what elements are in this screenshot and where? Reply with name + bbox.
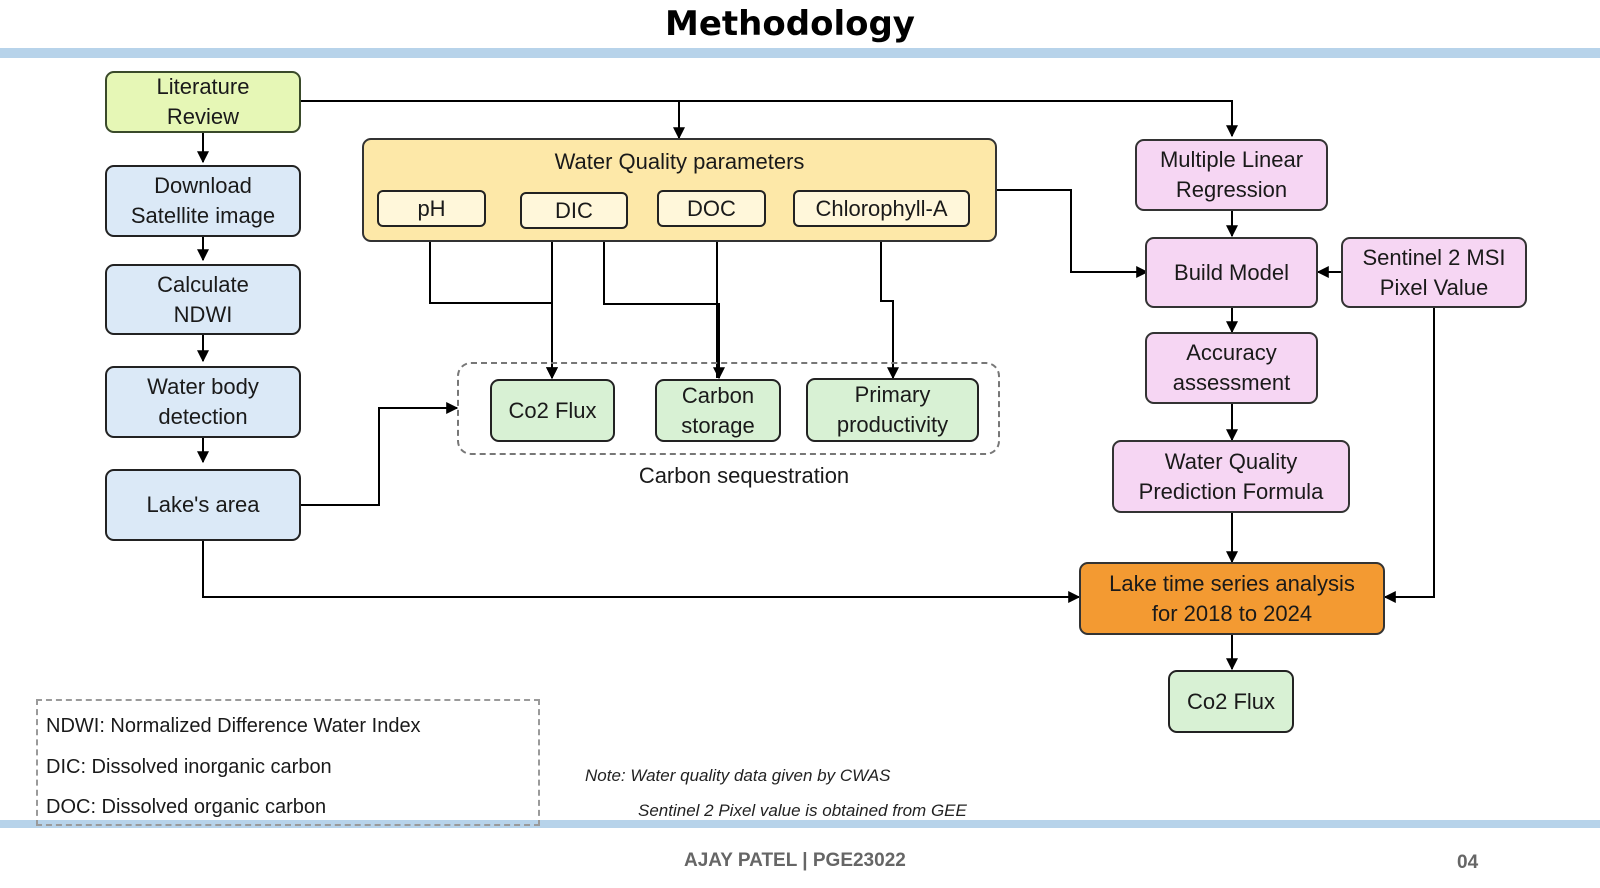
accuracy-assessment-box: Accuracy assessment [1145,332,1318,404]
lakes-area-box: Lake's area [105,469,301,541]
footer-author: AJAY PATEL | PGE23022 [684,850,906,871]
legend-dic: DIC: Dissolved inorganic carbon [46,756,332,778]
note-gee: Sentinel 2 Pixel value is obtained from … [638,801,967,820]
multiple-linear-regression-box: Multiple Linear Regression [1135,139,1328,211]
download-satellite-box: Download Satellite image [105,165,301,237]
lake-time-series-box: Lake time series analysis for 2018 to 20… [1079,562,1385,635]
top-divider [0,48,1600,58]
page-title: Methodology [665,4,915,44]
co2-flux-output-box: Co2 Flux [1168,670,1294,733]
literature-review-box: Literature Review [105,71,301,133]
water-quality-parameters-title: Water Quality parameters [554,149,805,174]
legend-doc: DOC: Dissolved organic carbon [46,796,327,818]
build-model-box: Build Model [1145,237,1318,308]
abbreviation-legend: NDWI: Normalized Difference Water Index … [36,699,540,826]
bottom-divider [0,820,1600,828]
sentinel-pixel-box: Sentinel 2 MSI Pixel Value [1341,237,1527,308]
chlorophyll-chip: Chlorophyll-A [793,190,970,227]
wq-prediction-formula-box: Water Quality Prediction Formula [1112,440,1350,513]
carbon-sequestration-group [457,362,1000,455]
co2-flux-box: Co2 Flux [490,379,615,442]
note-cwas: Note: Water quality data given by CWAS [585,766,891,785]
calculate-ndwi-box: Calculate NDWI [105,264,301,335]
page-number: 04 [1457,852,1479,873]
primary-productivity-box: Primary productivity [806,378,979,442]
legend-ndwi: NDWI: Normalized Difference Water Index [46,715,421,737]
carbon-sequestration-label: Carbon sequestration [638,463,850,488]
doc-chip: DOC [657,190,766,227]
ph-chip: pH [377,190,486,227]
water-body-detection-box: Water body detection [105,366,301,438]
dic-chip: DIC [520,192,628,229]
carbon-storage-box: Carbon storage [655,379,781,442]
